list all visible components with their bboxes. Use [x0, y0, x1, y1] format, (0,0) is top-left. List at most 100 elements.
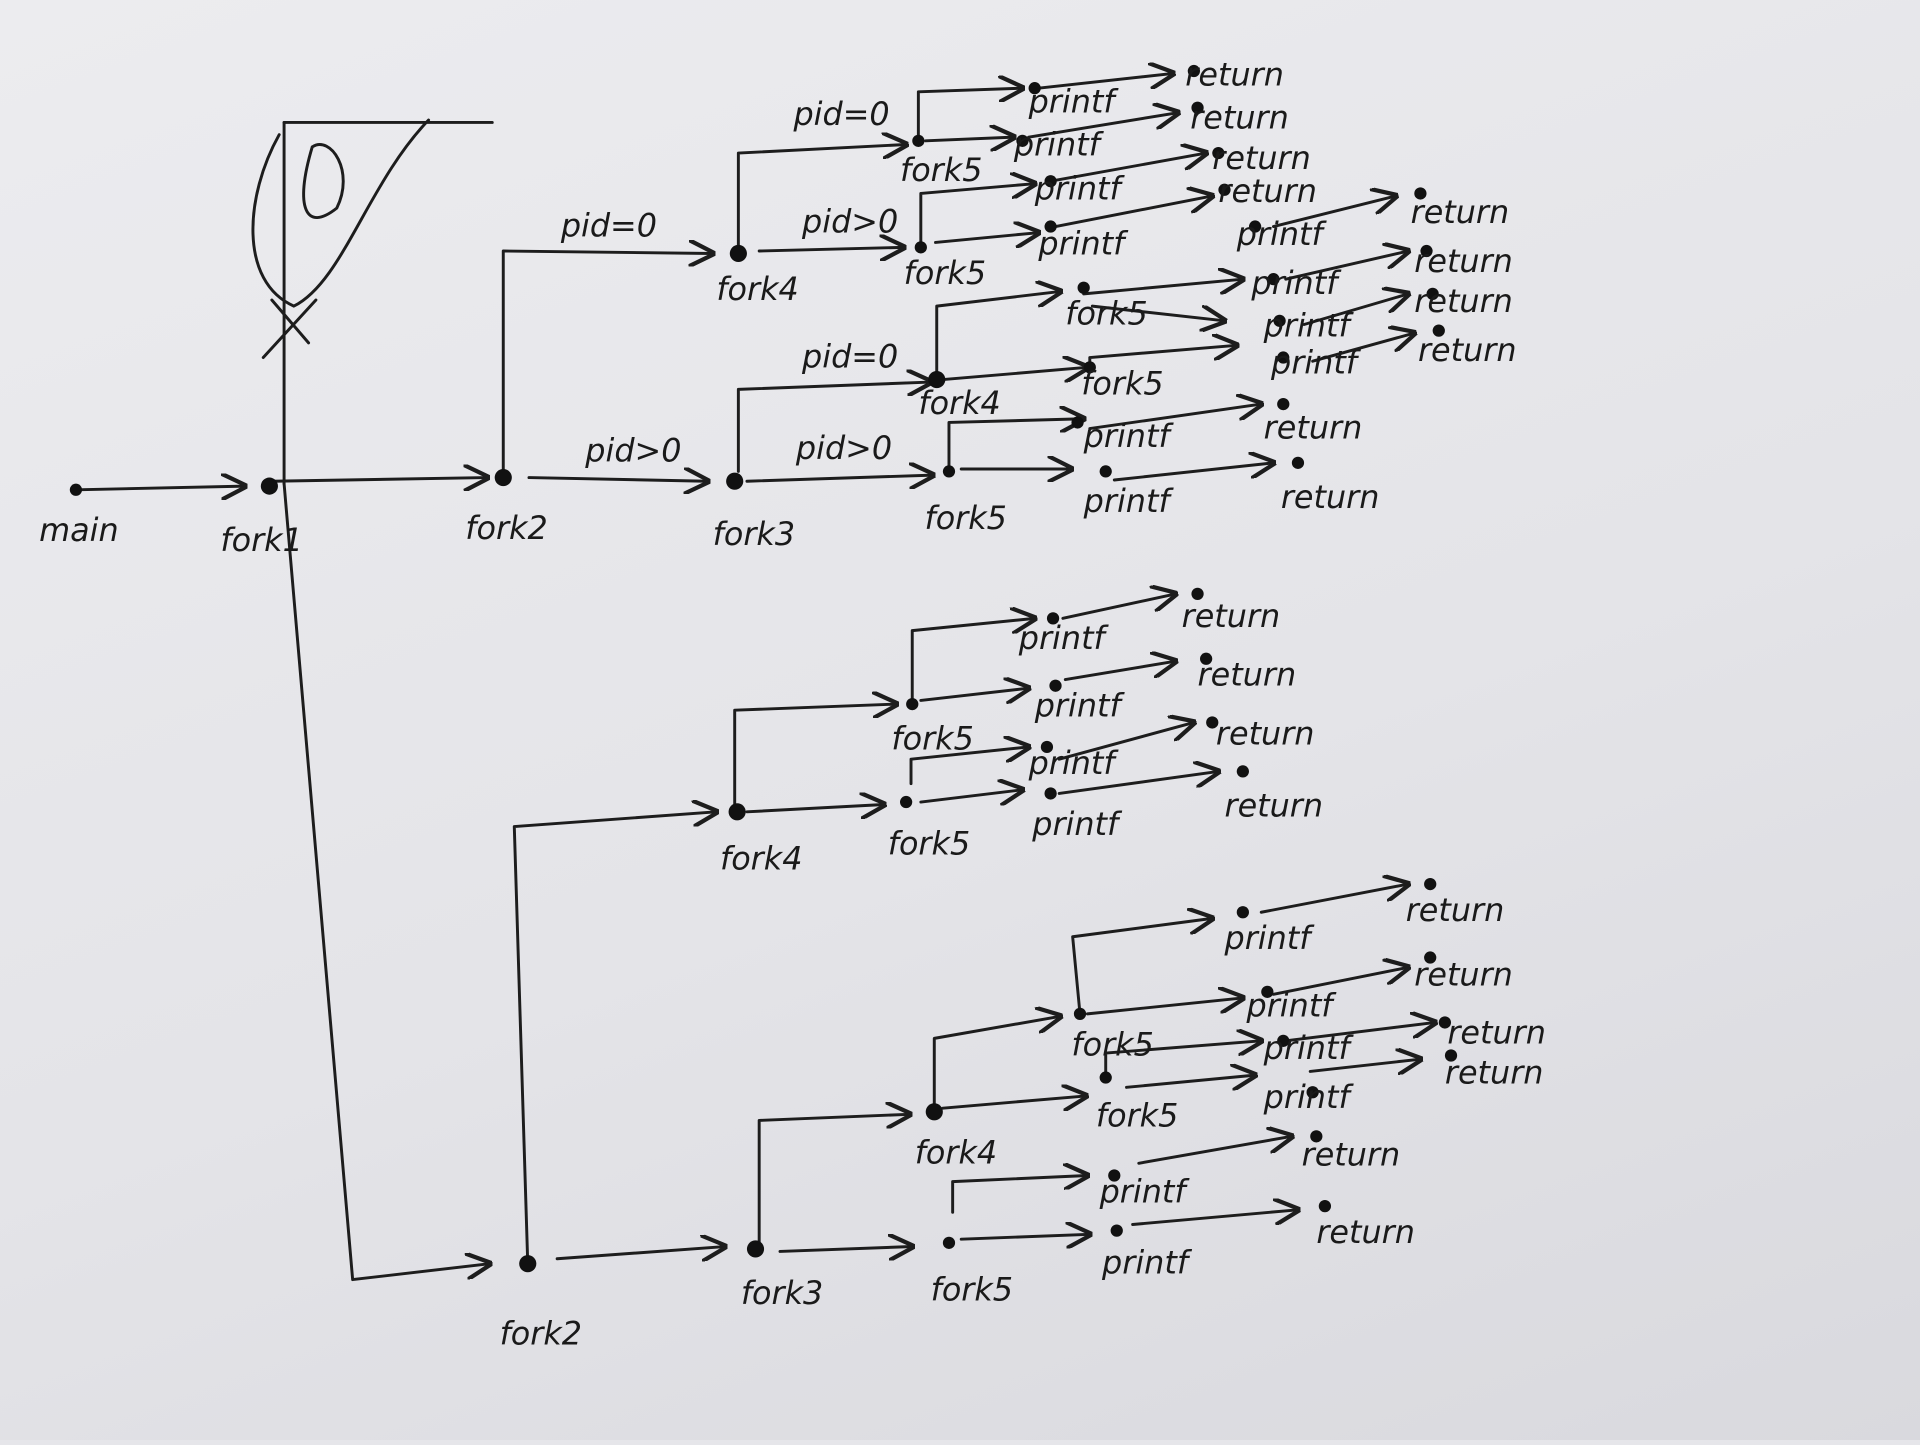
node-dot: [1108, 1169, 1121, 1182]
node-printf: printf: [1031, 787, 1123, 843]
node-printf: printf: [1018, 612, 1110, 657]
node-dot: [746, 1240, 765, 1258]
arrow-edge: [934, 233, 1039, 243]
edge-condition-label: pid=0: [792, 95, 889, 133]
arrow-edge: [1131, 1210, 1298, 1226]
node-return: return: [1418, 324, 1517, 369]
node-return: return: [1224, 765, 1323, 825]
node-dot: [1248, 220, 1262, 233]
node-label: fork5: [924, 499, 1006, 537]
node-label: fork5: [900, 151, 982, 189]
arrow-edge: [1057, 771, 1218, 795]
node-dot: [1040, 740, 1054, 754]
arrow-edge: [512, 812, 716, 1266]
arrow-edge: [1090, 304, 1224, 321]
node-fork1: fork1: [220, 477, 303, 559]
node-printf: printf: [1263, 1078, 1355, 1116]
node-label: return: [1216, 714, 1315, 752]
node-printf: printf: [1246, 985, 1337, 1024]
node-return: return: [1212, 139, 1311, 177]
node-dot: [519, 1255, 537, 1273]
node-dot: [1077, 281, 1090, 294]
node-return: return: [1198, 652, 1296, 694]
node-label: fork3: [713, 515, 795, 553]
node-label: return: [1218, 172, 1317, 210]
node-label: fork4: [918, 384, 1000, 422]
node-label: return: [1190, 99, 1289, 137]
node-printf: printf: [1263, 307, 1355, 345]
node-dot: [1187, 64, 1200, 78]
node-label: fork1: [220, 521, 302, 559]
arrow-edge: [916, 88, 1022, 139]
node-printf: printf: [1101, 1224, 1193, 1281]
node-dot: [1049, 679, 1062, 692]
node-dot: [1044, 220, 1057, 233]
node-label: return: [1281, 478, 1380, 516]
node-label: printf: [1034, 686, 1126, 724]
node-fork4: fork4: [918, 371, 1001, 422]
arrow-edge: [1259, 884, 1408, 914]
arrow-edge: [282, 482, 490, 1282]
arrow-edge: [1049, 153, 1207, 183]
node-dot: [912, 134, 925, 147]
node-dot: [1420, 244, 1433, 258]
node-printf: printf: [1223, 906, 1315, 957]
node-dot: [914, 241, 927, 254]
node-label: fork5: [1081, 364, 1163, 402]
node-label: fork5: [888, 825, 970, 863]
node-label: fork5: [891, 719, 973, 757]
node-dot: [1073, 1007, 1087, 1020]
node-return: return: [1316, 1200, 1415, 1251]
node-label: printf: [1013, 126, 1105, 164]
node-label: return: [1418, 331, 1517, 369]
node-dot: [1083, 361, 1096, 374]
arrow-edge: [745, 804, 884, 811]
arrow-edge: [919, 184, 1035, 249]
node-printf: printf: [1034, 679, 1126, 724]
node-printf: printf: [1071, 416, 1174, 455]
node-return: return: [1185, 56, 1284, 94]
node-fork5: fork5: [891, 697, 974, 757]
node-label: printf: [1083, 482, 1175, 520]
arrow-edge: [932, 1016, 1060, 1114]
node-printf: printf: [1263, 1029, 1355, 1067]
arrow-edge: [1272, 196, 1395, 228]
node-label: return: [1414, 956, 1513, 994]
node-label: return: [1414, 282, 1513, 320]
node-dot: [1318, 1200, 1332, 1213]
node-dot: [1277, 397, 1290, 411]
node-dot: [1444, 1049, 1458, 1062]
arrow-edge: [1125, 1075, 1256, 1087]
node-label: printf: [1236, 215, 1328, 253]
node-printf: printf: [1013, 126, 1105, 164]
arrow-edge: [941, 1096, 1086, 1108]
node-fork3: fork3: [713, 472, 795, 553]
node-dot: [1212, 146, 1225, 160]
node-return: return: [1414, 242, 1513, 280]
node-dot: [1310, 1130, 1323, 1143]
node-label: printf: [1270, 343, 1362, 381]
arrow-edge: [947, 419, 1084, 473]
arrow-edge: [1308, 1059, 1420, 1071]
arrow-edge: [1284, 1022, 1435, 1043]
arrow-edge: [736, 144, 906, 255]
node-fork5: fork5: [1096, 1071, 1178, 1135]
node-label: fork5: [1071, 1026, 1153, 1064]
node-fork4: fork4: [720, 803, 802, 877]
node-dot: [1277, 351, 1290, 364]
node-dot: [1110, 1224, 1123, 1237]
node-label: return: [1447, 1013, 1546, 1051]
node-fork4: fork4: [716, 244, 799, 308]
crossed-out-scribble: [251, 118, 494, 360]
node-label: printf: [1223, 919, 1315, 957]
edge-condition-label: pid>0: [584, 432, 681, 470]
edge-condition-label: pid=0: [801, 337, 898, 375]
arrow-edge: [745, 475, 933, 481]
arrow-edge: [1137, 1136, 1292, 1165]
node-printf: printf: [1250, 264, 1342, 302]
node-fork2: fork2: [465, 468, 548, 547]
node-return: return: [1414, 951, 1513, 994]
arrow-edge: [757, 247, 903, 251]
